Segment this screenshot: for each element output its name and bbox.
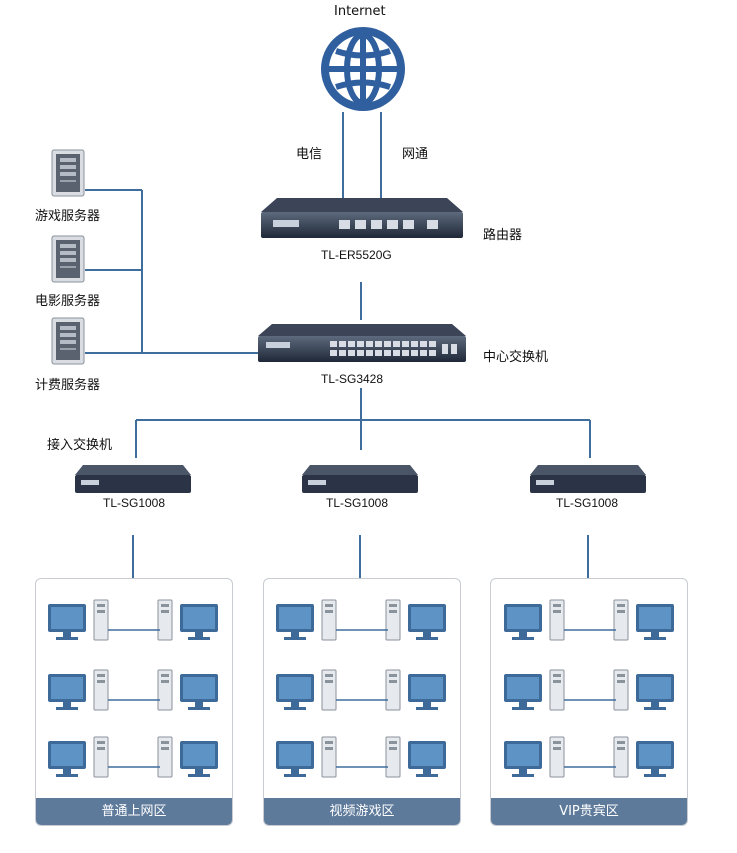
computer-icon (276, 736, 337, 778)
server-icon (51, 149, 85, 197)
computer-icon (613, 736, 674, 778)
access-switch-device (530, 465, 646, 493)
computer-icon (613, 599, 674, 641)
computer-icon (504, 599, 565, 641)
server-label-billing: 计费服务器 (35, 378, 101, 393)
computer-icon (157, 736, 218, 778)
router-label: 路由器 (483, 228, 523, 243)
computer-icon (157, 669, 218, 711)
computer-icon (276, 669, 337, 711)
computer-icon (276, 599, 337, 641)
router-device (261, 198, 463, 238)
server-label-movie: 电影服务器 (35, 294, 101, 309)
access-switch-model-2: TL-SG1008 (326, 496, 389, 510)
computer-icon (48, 599, 109, 641)
computer-icon (157, 599, 218, 641)
access-switch-device (75, 465, 191, 493)
computer-icon (504, 669, 565, 711)
server-icon (51, 235, 85, 283)
computer-icon (48, 736, 109, 778)
core-switch-label: 中心交换机 (483, 350, 549, 365)
isp-telecom-label: 电信 (296, 147, 323, 162)
access-switch-model-1: TL-SG1008 (103, 496, 166, 510)
core-switch-device (258, 324, 466, 362)
zone-label-vip: VIP贵宾区 (491, 798, 687, 825)
core-switch-model: TL-SG3428 (321, 372, 384, 386)
access-switch-model-3: TL-SG1008 (556, 496, 619, 510)
router-model: TL-ER5520G (321, 248, 392, 262)
computer-icon (385, 599, 446, 641)
internet-label: Internet (334, 4, 386, 19)
zone-label-normal: 普通上网区 (36, 798, 232, 825)
server-label-game: 游戏服务器 (35, 209, 101, 224)
access-switch-label: 接入交换机 (47, 438, 113, 453)
computer-icon (613, 669, 674, 711)
zone-label-video-game: 视频游戏区 (264, 798, 460, 825)
server-icon (51, 317, 85, 365)
computer-icon (48, 669, 109, 711)
computer-icon (385, 669, 446, 711)
access-switch-device (302, 465, 418, 493)
isp-netcom-label: 网通 (402, 147, 429, 162)
computer-icon (385, 736, 446, 778)
computer-icon (504, 736, 565, 778)
globe-icon (321, 27, 405, 111)
